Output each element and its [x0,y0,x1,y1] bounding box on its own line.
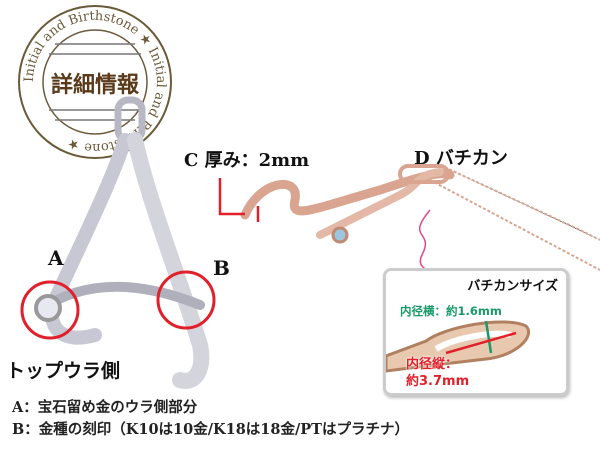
marker-b-circle [156,270,216,330]
bail-closeup [386,320,530,373]
marker-a-circle [20,280,80,340]
silver-initial-pendant [20,96,216,389]
bail-size-inset: バチカンサイズ 内径横：約1.6mm 内径縦： 約3.7mm [383,268,569,396]
stamp-title: 詳細情報 [51,72,140,98]
label-thickness: C 厚み：2mm [184,150,310,171]
gold-initial-necklace [218,164,600,290]
note-a: A：宝石留め金のウラ側部分 [12,399,198,416]
inner-length-label-1: 内径縦： [406,357,459,372]
label-top-back: トップウラ側 [6,360,121,382]
label-a: A [48,246,64,270]
note-b: B：金種の刻印（K10は10金/K18は18金/PTはプラチナ） [12,421,409,438]
inner-length-label-2: 約3.7mm [406,374,470,389]
inset-title: バチカンサイズ [467,279,558,294]
inner-width-label: 内径横：約1.6mm [400,303,502,319]
label-bail: D バチカン [414,148,508,169]
label-b: B [213,256,230,280]
